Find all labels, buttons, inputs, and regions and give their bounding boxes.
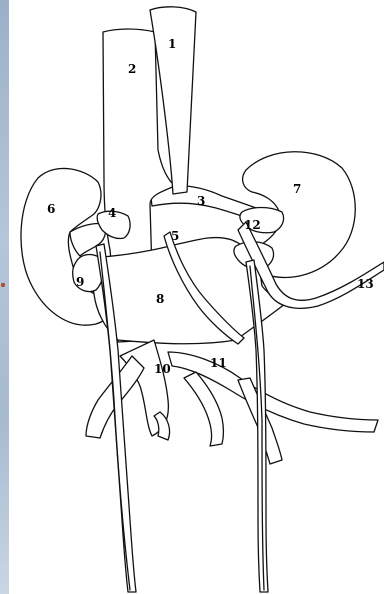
label-10: 10 xyxy=(154,362,171,376)
label-5: 5 xyxy=(171,229,179,243)
label-6: 6 xyxy=(47,202,55,216)
label-13: 13 xyxy=(357,277,374,291)
label-1: 1 xyxy=(168,37,176,51)
label-4: 4 xyxy=(108,206,116,220)
label-12: 12 xyxy=(244,218,261,232)
label-11: 11 xyxy=(210,356,227,370)
label-2: 2 xyxy=(128,62,136,76)
label-3: 3 xyxy=(197,194,205,208)
label-7: 7 xyxy=(293,182,301,196)
label-9: 9 xyxy=(76,275,84,289)
label-8: 8 xyxy=(156,292,164,306)
